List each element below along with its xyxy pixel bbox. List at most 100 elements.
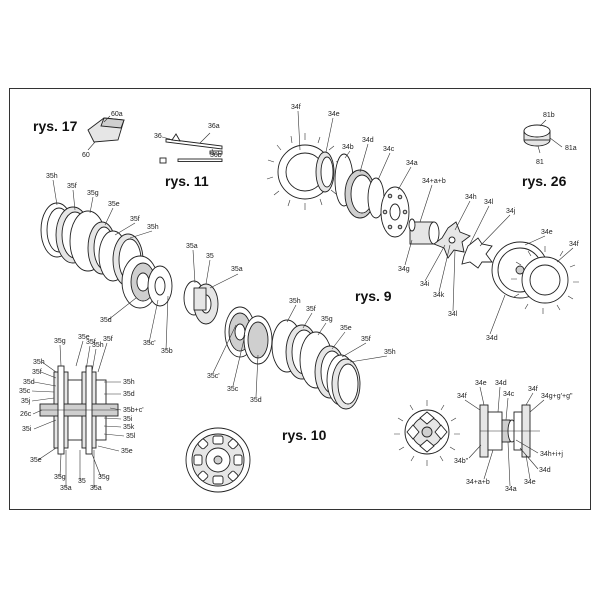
rys10-wheel-35c: [147, 265, 173, 307]
label-s-35f2: 35f: [103, 336, 113, 343]
label-35a-a: 35a: [186, 243, 198, 250]
label-35c-prime-a: 35c': [143, 340, 156, 347]
rys10-ring-35h-4: [331, 358, 361, 410]
label-s-35f: 35f: [86, 339, 96, 346]
part-60-block: [87, 115, 125, 151]
label-35f-d: 35f: [361, 336, 371, 343]
rys9-star-34h: [433, 221, 471, 259]
label-35g-a: 35g: [87, 190, 99, 197]
label-34f-right: 34f: [569, 241, 579, 248]
label-r-34e: 34e: [475, 380, 487, 387]
rys9-ring-34e: [315, 151, 335, 193]
part-36-rods: [159, 132, 223, 164]
label-36a: 36a: [208, 123, 220, 130]
label-s-35-b: 35: [78, 478, 86, 485]
label-35b-a: 35b: [161, 348, 173, 355]
label-s-26c: 26c: [20, 411, 32, 418]
label-s-35e-r: 35e: [121, 448, 133, 455]
label-s-35h-l: 35h: [33, 359, 45, 366]
label-s-35e-b: 35e: [30, 457, 42, 464]
label-34e-right: 34e: [541, 229, 553, 236]
label-35: 35: [206, 253, 214, 260]
label-60a: 60a: [111, 111, 123, 118]
rys10-wheel-front-view: [185, 427, 251, 493]
rys10-hub-35a: [183, 280, 219, 325]
label-35f-a: 35f: [67, 183, 77, 190]
label-35a-b: 35a: [231, 266, 243, 273]
label-35h-a: 35h: [46, 173, 58, 180]
label-r-34d2: 34d: [539, 467, 551, 474]
label-r-34hij: 34h+i+j: [540, 451, 563, 458]
label-35f-c: 35f: [306, 306, 316, 313]
label-81: 81: [536, 159, 544, 166]
label-34d-top: 34d: [362, 137, 374, 144]
label-s-35i-r: 35i: [123, 416, 133, 423]
figure-title-rys17: rys. 17: [33, 118, 78, 134]
label-34ab-top: 34+a+b: [422, 178, 446, 185]
label-r-34b: 34b": [454, 458, 469, 465]
label-34c-top: 34c: [383, 146, 395, 153]
label-35c-c: 35c: [227, 386, 239, 393]
rys9-assembled-sprocket-side: [479, 404, 540, 458]
label-34g: 34g: [398, 266, 410, 273]
label-34a-top: 34a: [406, 160, 418, 167]
label-35d-b: 35d: [250, 397, 262, 404]
rys10-cross-section: [39, 365, 119, 455]
label-s-35g: 35g: [54, 338, 66, 345]
label-35g-c: 35g: [321, 316, 333, 323]
label-35c-prime-b: 35c': [207, 373, 220, 380]
label-r-34ab: 34+a+b: [466, 479, 490, 486]
label-s-35h-r: 35h: [123, 379, 135, 386]
figure-title-rys11: rys. 11: [165, 173, 209, 189]
label-s-35bc: 35b+c': [123, 407, 144, 414]
figure-title-rys10: rys. 10: [282, 427, 327, 443]
label-81b: 81b: [543, 112, 555, 119]
figure-title-rys26: rys. 26: [522, 173, 567, 189]
rys9-cross-34j: [461, 237, 493, 269]
label-r-34d: 34d: [495, 380, 507, 387]
label-35h-c: 35h: [289, 298, 301, 305]
label-s-35a-b2: 35a: [90, 485, 102, 492]
label-34l-low: 34l: [448, 311, 458, 318]
label-36: 36: [154, 133, 162, 140]
label-r-34f: 34f: [528, 386, 538, 393]
label-35h-d: 35h: [384, 349, 396, 356]
label-s-35l: 35l: [126, 433, 136, 440]
figure-title-rys9: rys. 9: [355, 288, 392, 304]
label-s-35d-r: 35d: [123, 391, 135, 398]
label-s-35k: 35k: [123, 424, 135, 431]
rys9-assembled-sprocket-front: [394, 400, 460, 466]
label-36b: 36b: [210, 152, 222, 159]
label-35f-b: 35f: [130, 216, 140, 223]
label-34k: 34k: [433, 292, 445, 299]
part-81-cap: [523, 119, 563, 154]
label-s-35c: 35c: [19, 388, 31, 395]
label-35e-c: 35e: [340, 325, 352, 332]
label-r-34g: 34g+g'+g": [541, 393, 573, 400]
label-s-35j: 35j: [21, 398, 31, 405]
label-r-34c: 34c: [503, 391, 515, 398]
label-35d-a: 35d: [100, 317, 112, 324]
label-s-35h: 35h: [92, 342, 104, 349]
rys9-leader-lines: [297, 110, 574, 335]
label-34e-top: 34e: [328, 111, 340, 118]
label-s-35g-b: 35g: [54, 474, 66, 481]
rys10-leader-lines: [52, 179, 388, 398]
rys10-cross-leaders: [31, 340, 125, 488]
label-34f-top: 34f: [291, 104, 301, 111]
label-34h: 34h: [465, 194, 477, 201]
label-s-35d: 35d: [23, 379, 35, 386]
rys9-assembled-leaders: [464, 386, 545, 487]
rys9-hub-34a: [380, 186, 410, 238]
label-35h-b: 35h: [147, 224, 159, 231]
label-r-34e2: 34e: [524, 479, 536, 486]
label-35e-a: 35e: [108, 201, 120, 208]
label-s-35f-l: 35f: [32, 369, 42, 376]
label-81a: 81a: [565, 145, 577, 152]
label-s-35e: 35e: [78, 334, 90, 341]
rys9-sprocket-34f-right: [511, 246, 579, 314]
label-r-34f-l: 34f: [457, 393, 467, 400]
label-34i: 34i: [420, 281, 430, 288]
label-r-34a: 34a: [505, 486, 517, 493]
